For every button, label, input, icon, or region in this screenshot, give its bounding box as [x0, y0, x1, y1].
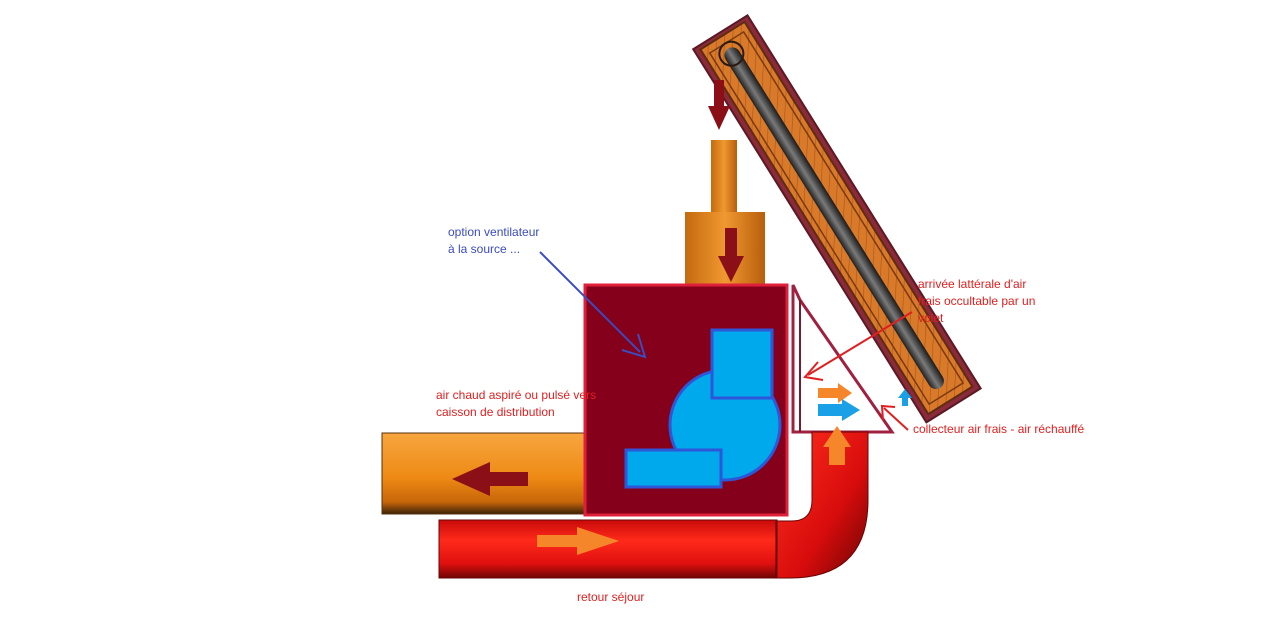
down-arrow-panel-top — [708, 80, 730, 130]
lateral-annotation-arrow — [807, 311, 913, 376]
collector-annotation-arrow — [883, 407, 909, 431]
collector-label: collecteur air frais - air réchauffé — [913, 421, 1084, 438]
collector-label-text: collecteur air frais - air réchauffé — [913, 422, 1085, 436]
up-arrow-return — [823, 426, 851, 465]
fan-icon — [624, 328, 782, 489]
down-arrow-duct — [718, 228, 744, 282]
lateral-inlet-line1: arrivée lattérale d'air — [918, 277, 1027, 291]
vertical-duct-upper — [711, 140, 737, 215]
blue-up-arrow-panel — [898, 389, 912, 406]
left-arrow-hot-air — [452, 462, 528, 496]
blue-arrow-collector — [818, 399, 860, 421]
return-room-label: retour séjour — [577, 589, 644, 606]
collector-housing — [791, 284, 895, 434]
return-room-label-text: retour séjour — [577, 590, 645, 604]
return-pipe-elbow — [775, 431, 869, 579]
fan-annotation-arrow — [539, 251, 641, 353]
fan-annotation-arrowhead — [621, 333, 647, 359]
fan-option-line2: à la source ... — [448, 242, 521, 256]
lateral-inlet-line3: volet — [918, 311, 944, 325]
hot-air-label: air chaud aspiré ou pulsé vers caisson d… — [436, 387, 596, 421]
lateral-annotation-arrowhead — [803, 361, 824, 381]
fan-option-line1: option ventilateur — [448, 225, 540, 239]
lateral-inlet-line2: frais occultable par un — [918, 294, 1036, 308]
collector-annotation-arrowhead — [880, 404, 896, 421]
fan-option-label: option ventilateur à la source ... — [448, 224, 539, 258]
hot-air-line1: air chaud aspiré ou pulsé vers — [436, 388, 597, 402]
hot-air-line2: caisson de distribution — [436, 405, 555, 419]
right-arrow-return — [537, 527, 619, 555]
return-pipe — [438, 519, 778, 579]
lateral-inlet-label: arrivée lattérale d'air frais occultable… — [918, 276, 1035, 327]
orange-arrow-collector — [818, 383, 852, 403]
